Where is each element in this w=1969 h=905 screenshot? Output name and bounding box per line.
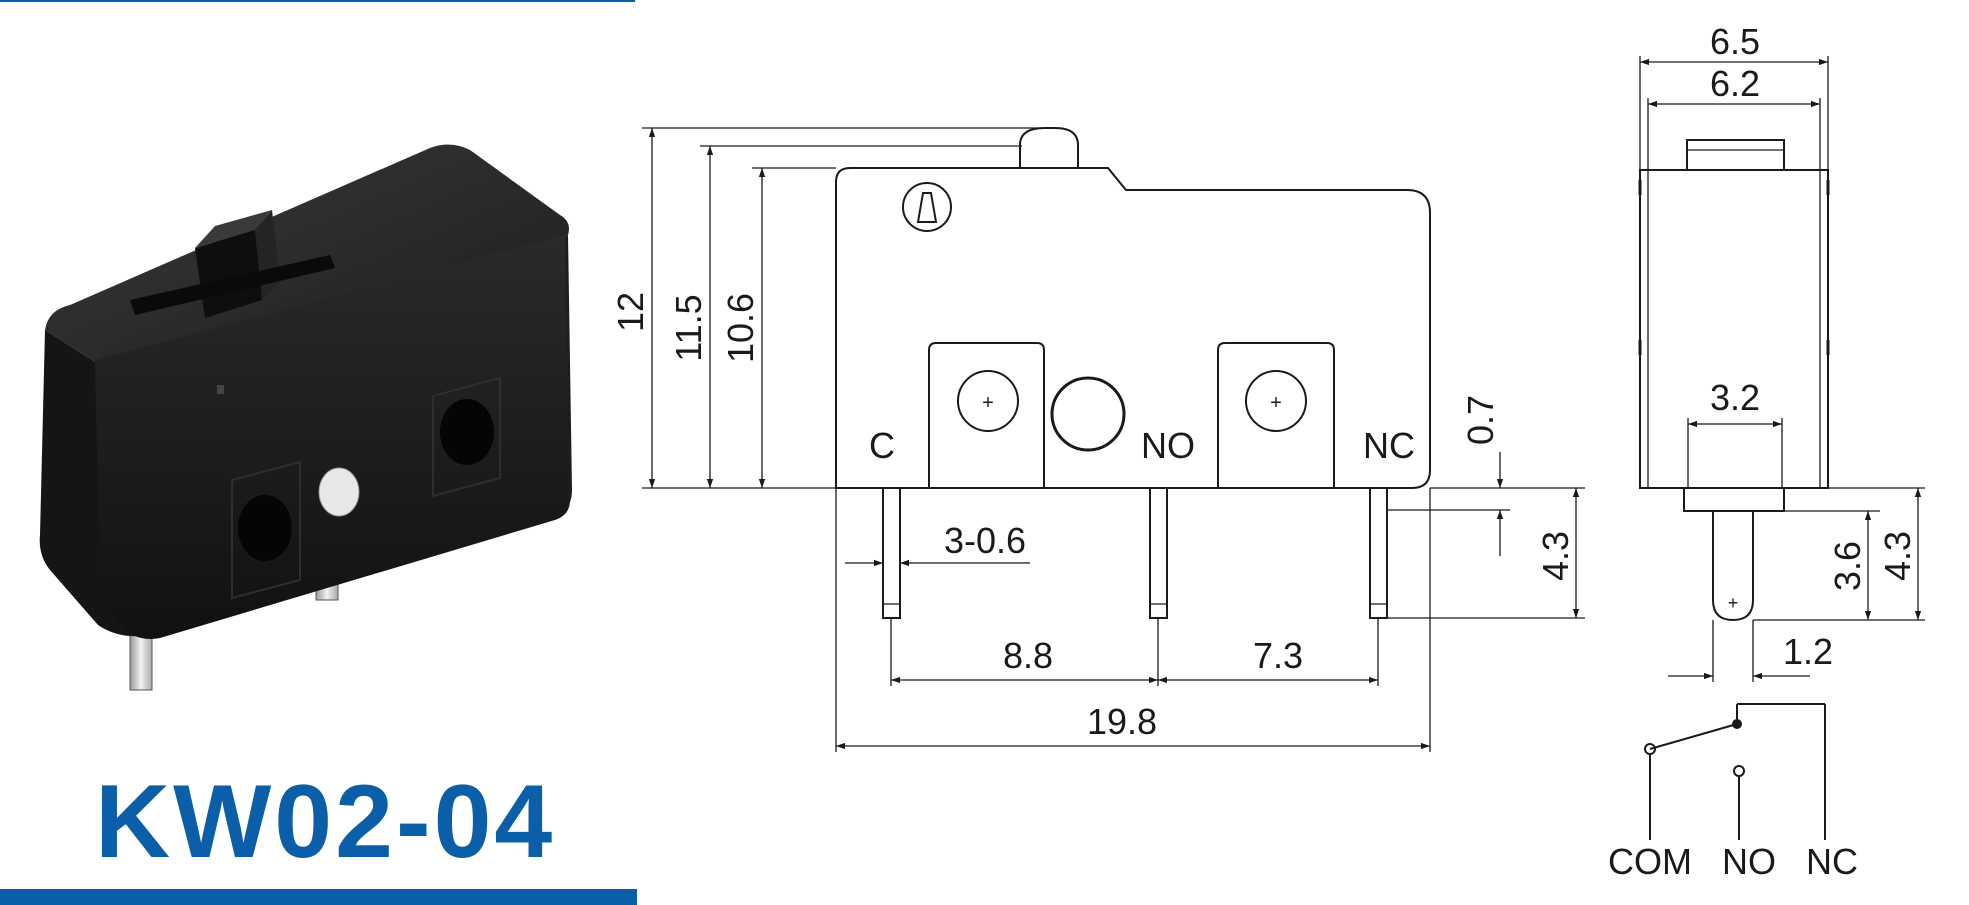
dim-side-pin-outer: 4.3 [1877,531,1918,581]
schematic-label-nc: NC [1806,841,1858,882]
dim-overall-height: 12 [610,292,651,332]
dim-side-pin-width: 3.2 [1710,377,1760,418]
terminal-block-c [928,342,1045,488]
svg-text:+: + [982,392,994,414]
pin-nc [1369,487,1388,619]
side-body-outline [1639,169,1829,489]
side-pin [1712,511,1754,622]
svg-text:+: + [1270,392,1282,414]
side-view-drawing: + 6.5 6.2 3.2 3.6 4.3 1.2 [1638,21,1925,682]
pin-no [1149,487,1168,619]
svg-text:+: + [1728,593,1739,613]
front-view-drawing: + + C NO NC 12 11.5 10.6 [610,127,1585,752]
pin-c [882,487,901,619]
dim-side-pin-inner: 3.6 [1827,541,1868,591]
dim-pin-width: 3-0.6 [944,520,1026,561]
terminal-block-no [1217,342,1335,488]
terminal-label-nc: NC [1363,425,1415,466]
side-pin-base [1683,487,1785,512]
front-actuator [1019,127,1079,168]
front-body-outline [835,167,1431,489]
logo-mark [902,182,952,232]
schematic-label-no: NO [1722,841,1776,882]
top-accent-bar [0,0,635,2]
dim-pin-length: 4.3 [1535,531,1576,581]
pivot-hole [1050,376,1126,452]
dim-pitch-no-nc: 7.3 [1253,635,1303,676]
terminal-label-c: C [869,425,895,466]
schematic-label-com: COM [1608,841,1692,882]
photo-hole-right [440,399,494,465]
side-actuator [1686,139,1785,171]
dim-outer-width: 6.5 [1710,21,1760,62]
bottom-accent-bar [0,889,637,905]
dim-body-height: 10.6 [720,293,761,363]
terminal-label-no: NO [1141,425,1195,466]
dim-inner-width: 6.2 [1710,63,1760,104]
dim-height-to-top: 11.5 [668,294,709,361]
photo-pivot-pin [318,467,360,517]
dim-pitch-c-no: 8.8 [1003,635,1053,676]
dim-pin-offset: 0.7 [1460,395,1501,445]
photo-hole-left [238,495,292,561]
model-number-title: KW02-04 [95,764,556,880]
product-photo [39,144,572,691]
dim-side-pin-thickness: 1.2 [1783,631,1833,672]
dim-body-length: 19.8 [1087,701,1157,742]
circuit-schematic: COM NO NC [1608,703,1858,882]
